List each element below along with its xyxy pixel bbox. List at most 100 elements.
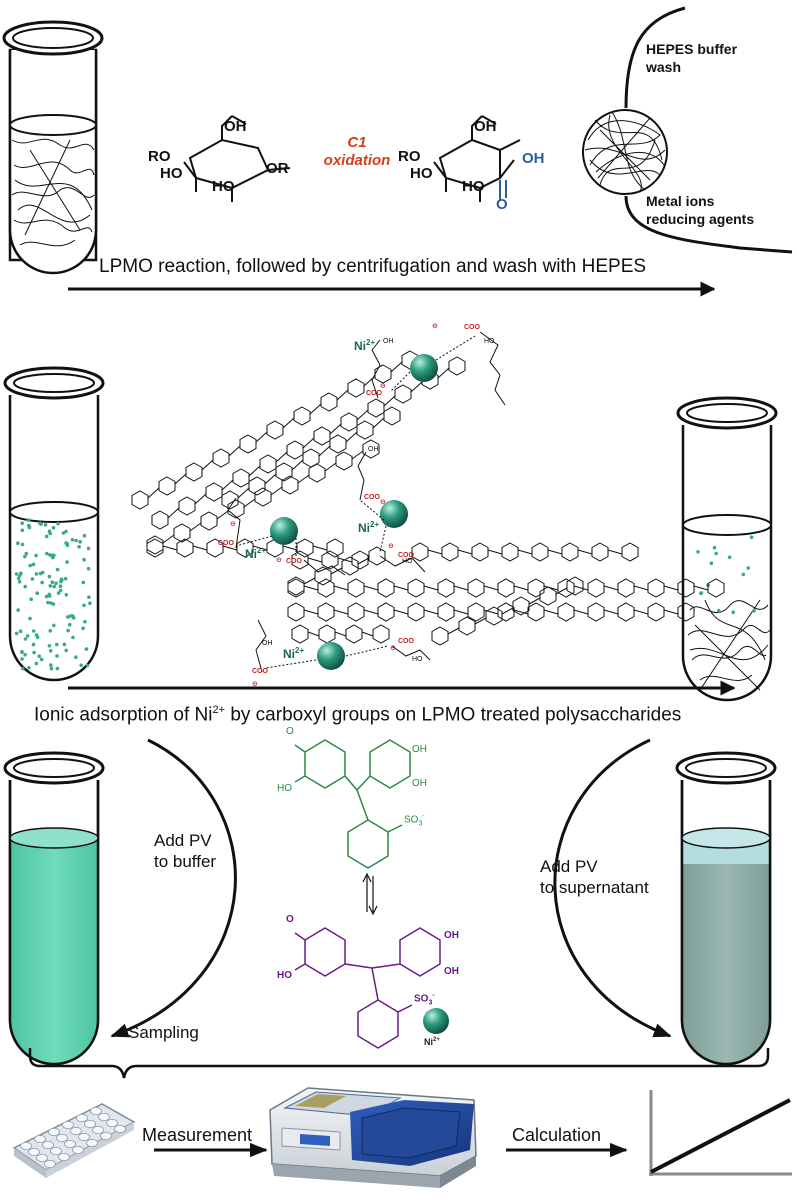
glycosidic-bond [410, 381, 423, 393]
ni-ion-dot [23, 637, 28, 641]
glycosidic-bond [228, 445, 241, 457]
ni-ion-dot [52, 584, 56, 589]
product-oh-label: OH [474, 118, 497, 135]
ni-ion-dot [37, 654, 41, 658]
glycosidic-bond [336, 389, 349, 401]
ni-ion-dot [23, 653, 27, 657]
glycosidic-bond [318, 445, 331, 457]
ni-ion-dot [61, 531, 66, 535]
ni-ion-dot [82, 533, 87, 538]
ni-ion-dot [55, 642, 59, 647]
glycosidic-bond [303, 585, 319, 591]
minus-sign-6: ⊖ [388, 543, 394, 550]
equilibrium-arrows [362, 872, 378, 916]
sampling-label: Sampling [128, 1023, 199, 1042]
glycosidic-bond [361, 631, 374, 637]
ni-ion-dot [79, 663, 83, 668]
ho-label-1: HO [484, 338, 495, 345]
ni-ion-dot [87, 595, 91, 599]
microplate-well [34, 1135, 46, 1144]
pyrocatechol-violet-free [294, 739, 411, 869]
ni-ion-dot [51, 526, 56, 530]
reactant-ho2-label: HO [212, 178, 235, 195]
coo-label-4: COO [286, 558, 302, 565]
glycosidic-bond [167, 507, 180, 519]
glycosidic-bond [243, 498, 256, 508]
microplate [12, 1103, 136, 1178]
glycosidic-bond [282, 417, 295, 429]
calculation-label: Calculation [512, 1125, 602, 1145]
glycosidic-bond [607, 549, 623, 555]
ni-ion-dot [18, 573, 22, 578]
glycosidic-bond [547, 549, 563, 555]
glycosidic-bond [255, 431, 268, 443]
glucose-ring [467, 578, 485, 598]
glycosidic-bond [663, 609, 679, 615]
ni-ion-dot [68, 614, 73, 618]
add-pv-supernatant-label: Add PV to supernatant [540, 857, 649, 897]
glycosidic-bond [357, 557, 370, 565]
oxidation-line1: C1 [347, 134, 367, 151]
glycosidic-bond [282, 545, 298, 551]
ni-ion-dot [47, 574, 52, 579]
ni-ion-dot [23, 584, 28, 589]
glycosidic-bond [351, 450, 364, 460]
oh-label-1: OH [383, 338, 394, 345]
glucose-ring [411, 542, 429, 562]
minus-sign-2: ⊖ [380, 383, 386, 390]
ni-ion-dot [64, 529, 68, 534]
ni-ion-dot [28, 616, 32, 621]
glycosidic-bond [483, 585, 499, 591]
glucose-ring [501, 542, 519, 562]
ni-ion-dot [29, 597, 33, 601]
glucose-ring [467, 602, 485, 622]
glucose-ring [647, 602, 665, 622]
glucose-ring [621, 542, 639, 562]
glycosidic-bond [573, 609, 589, 615]
glucose-ring [591, 542, 609, 562]
ni-ion-dot [31, 562, 36, 567]
glycosidic-bond [237, 487, 250, 499]
coo-label-6: COO [398, 552, 414, 559]
ni-ion-dot [712, 545, 717, 550]
glucose-ring [176, 538, 194, 558]
glycosidic-bond [303, 609, 319, 615]
ni-ion-dot [82, 603, 86, 608]
product-ho1-label: HO [410, 165, 433, 182]
glucose-ring [286, 440, 304, 460]
glucose-ring [367, 398, 385, 418]
product-sugar-structure [433, 115, 521, 202]
glycosidic-bond [474, 617, 487, 625]
coordination-bonds [235, 335, 476, 669]
glucose-ring [407, 578, 425, 598]
ni-ion-dot [752, 609, 756, 613]
microplate-well [56, 1134, 68, 1143]
ni-ion-dot [48, 629, 53, 633]
metal-ions-label: Metal ions reducing agents [646, 193, 755, 227]
glucose-ring [557, 602, 575, 622]
glycosidic-bond [333, 609, 349, 615]
coo-label-8: COO [398, 638, 414, 645]
glucose-ring [287, 602, 305, 622]
glycosidic-bond [528, 597, 541, 605]
sampling-brace [28, 1048, 770, 1079]
spectrophotometer [269, 1087, 477, 1188]
glucose-ring [232, 468, 250, 488]
glycosidic-bond [356, 409, 369, 421]
ni-ion-dot [64, 593, 69, 597]
glucose-ring [205, 482, 223, 502]
ni-ion-dot [731, 610, 735, 614]
glucose-ring [317, 602, 335, 622]
glucose-ring [302, 448, 320, 468]
glucose-ring [335, 451, 353, 471]
ni-ion-dot [63, 576, 68, 581]
ni-ion-dot [14, 631, 19, 636]
row3-right-tube [675, 751, 777, 1066]
glycosidic-bond [393, 585, 409, 591]
coo-label-2: COO [366, 390, 382, 397]
glucose-ring [527, 602, 545, 622]
glucose-ring [383, 406, 401, 426]
ni-ion-dot [25, 634, 30, 638]
oxidation-label: C1 oxidation [322, 134, 392, 170]
